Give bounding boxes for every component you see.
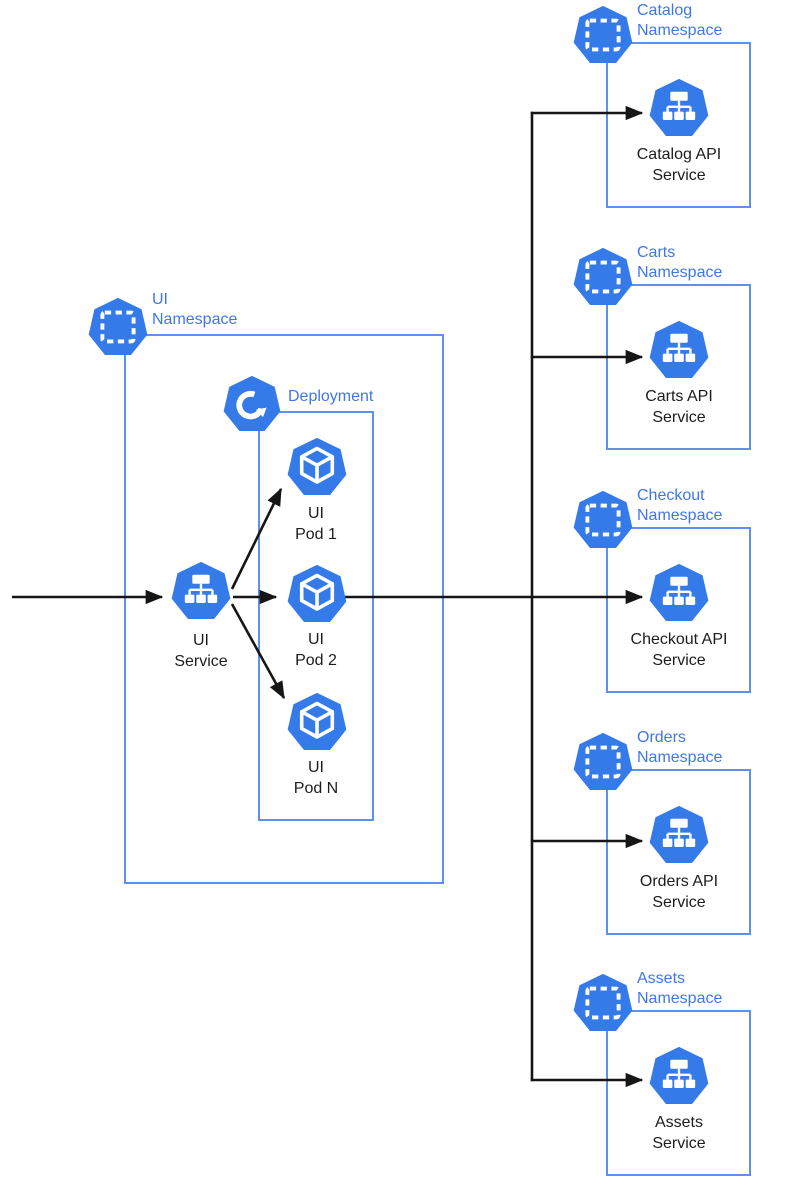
ui-service-label: UI Service (174, 632, 228, 670)
checkout-namespace-icon (573, 490, 633, 550)
checkout-api-service-icon (649, 563, 709, 623)
ui-pod-n-label: UI Pod N (293, 759, 339, 797)
ui-pod-1-icon (287, 437, 347, 497)
orders-namespace-box (606, 769, 751, 935)
carts-namespace-label: Carts Namespace (637, 244, 723, 281)
catalog-api-service-label: Catalog API Service (636, 146, 722, 184)
ui-pod-1-label: UI Pod 1 (295, 505, 337, 543)
checkout-api-service-label: Checkout API Service (630, 631, 728, 669)
orders-api-service-icon (649, 805, 709, 865)
catalog-namespace-icon (573, 5, 633, 65)
assets-namespace-label: Assets Namespace (637, 970, 723, 1007)
orders-namespace-label: Orders Namespace (637, 729, 723, 766)
ui-namespace-icon (88, 297, 148, 357)
assets-namespace-icon (573, 973, 633, 1033)
deployment-icon (224, 376, 281, 431)
assets-namespace-box (606, 1010, 751, 1176)
carts-namespace-box (606, 284, 751, 450)
ui-pod-2-icon (287, 564, 347, 624)
ui-pod-2-label: UI Pod 2 (295, 631, 337, 669)
deployment-box (258, 411, 374, 821)
service-to-podn-arrow (230, 603, 286, 700)
catalog-namespace-label: Catalog Namespace (637, 2, 723, 39)
ui-service-icon (171, 561, 231, 621)
ui-namespace-box (124, 334, 444, 884)
ui-pod-n-icon (287, 692, 347, 752)
catalog-api-service-icon (649, 78, 709, 138)
catalog-namespace-box (606, 42, 751, 208)
assets-service-icon (649, 1046, 709, 1106)
service-to-pod1-arrow (230, 487, 283, 590)
assets-service-label: Assets Service (652, 1114, 706, 1152)
carts-namespace-icon (573, 247, 633, 307)
orders-api-service-label: Orders API Service (639, 873, 719, 911)
checkout-namespace-box (606, 527, 751, 693)
ui-namespace-label: UI Namespace (152, 291, 238, 328)
carts-api-service-label: Carts API Service (645, 388, 713, 426)
orders-namespace-icon (573, 732, 633, 792)
deployment-label: Deployment (288, 388, 374, 405)
carts-api-service-icon (649, 320, 709, 380)
checkout-namespace-label: Checkout Namespace (637, 487, 723, 524)
